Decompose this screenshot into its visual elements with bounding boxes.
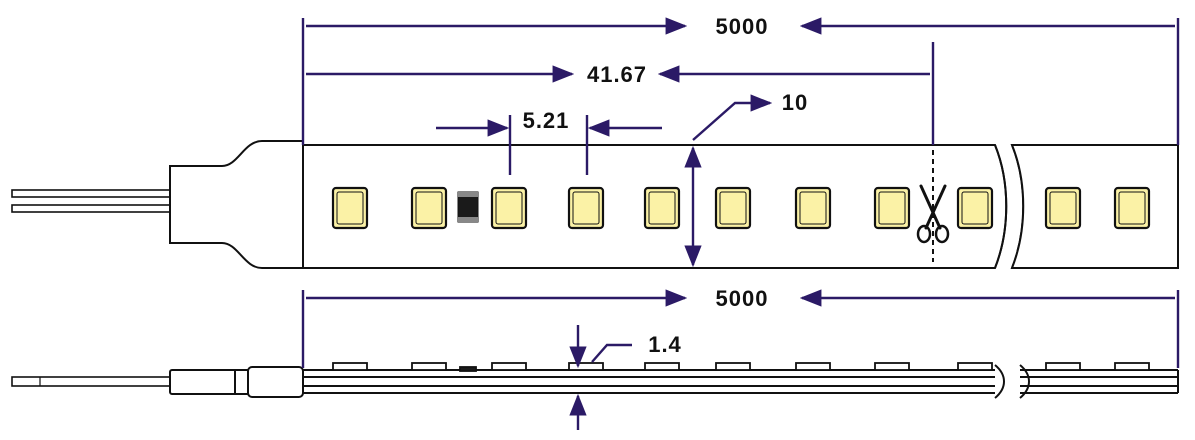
led-side: [957, 362, 993, 371]
end-cap-connector: [169, 140, 304, 269]
led-side: [1114, 362, 1150, 371]
led-side: [411, 362, 447, 371]
cut-segment-label: 41.67: [587, 62, 647, 87]
led-chip: [1113, 186, 1151, 230]
total-length-label-top: 5000: [716, 14, 769, 39]
led-side: [715, 362, 751, 371]
led-chip: [567, 186, 605, 230]
led-row: [331, 186, 1151, 230]
break-line-1: [994, 144, 1008, 269]
led-chip: [643, 186, 681, 230]
top-dimension-lines: [301, 17, 1180, 268]
led-chip: [331, 186, 369, 230]
led-chip: [794, 186, 832, 230]
strip-width-label: 10: [782, 90, 808, 115]
led-side: [644, 362, 680, 371]
led-chip: [1044, 186, 1082, 230]
side-dimension-lines: [301, 289, 1180, 430]
led-side: [568, 362, 604, 371]
resistor-side: [459, 366, 477, 372]
led-side: [491, 362, 527, 371]
led-side: [1045, 362, 1081, 371]
wire-lead-side: [11, 376, 171, 387]
resistor: [457, 191, 479, 223]
led-chip: [956, 186, 994, 230]
led-chip: [873, 186, 911, 230]
scissors-icon: [916, 184, 950, 244]
led-pitch-label: 5.21: [523, 108, 570, 133]
led-side: [332, 362, 368, 371]
end-cap-side: [169, 366, 304, 398]
led-side: [874, 362, 910, 371]
led-chip: [714, 186, 752, 230]
led-chip: [410, 186, 448, 230]
led-chip: [490, 186, 528, 230]
total-length-label-side: 5000: [716, 286, 769, 311]
wire-leads-top: [11, 189, 171, 213]
strip-thickness-label: 1.4: [648, 332, 682, 357]
led-side: [795, 362, 831, 371]
strip-body-top-end: [1010, 144, 1179, 269]
